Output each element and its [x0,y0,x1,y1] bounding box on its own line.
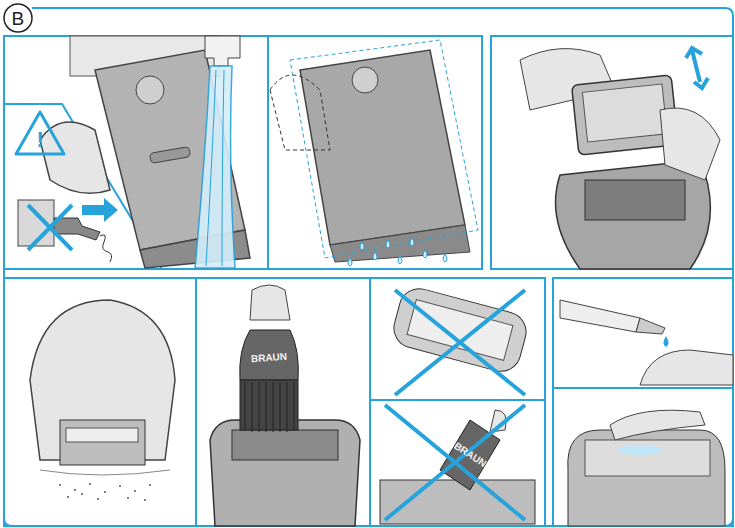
head-removal-scene [520,48,720,269]
section-letter: B [12,9,25,28]
tap-scene [30,300,175,501]
rinse-scene [40,36,250,268]
section-circle [4,4,32,32]
brush-scene [210,285,360,526]
do-not-scenes [380,284,535,524]
warning-mark: ! [37,129,44,151]
panel-borders [4,36,733,526]
warning-inset [5,105,118,262]
oil-scene [560,300,733,526]
frame [4,8,733,526]
drip-scene [270,40,478,266]
